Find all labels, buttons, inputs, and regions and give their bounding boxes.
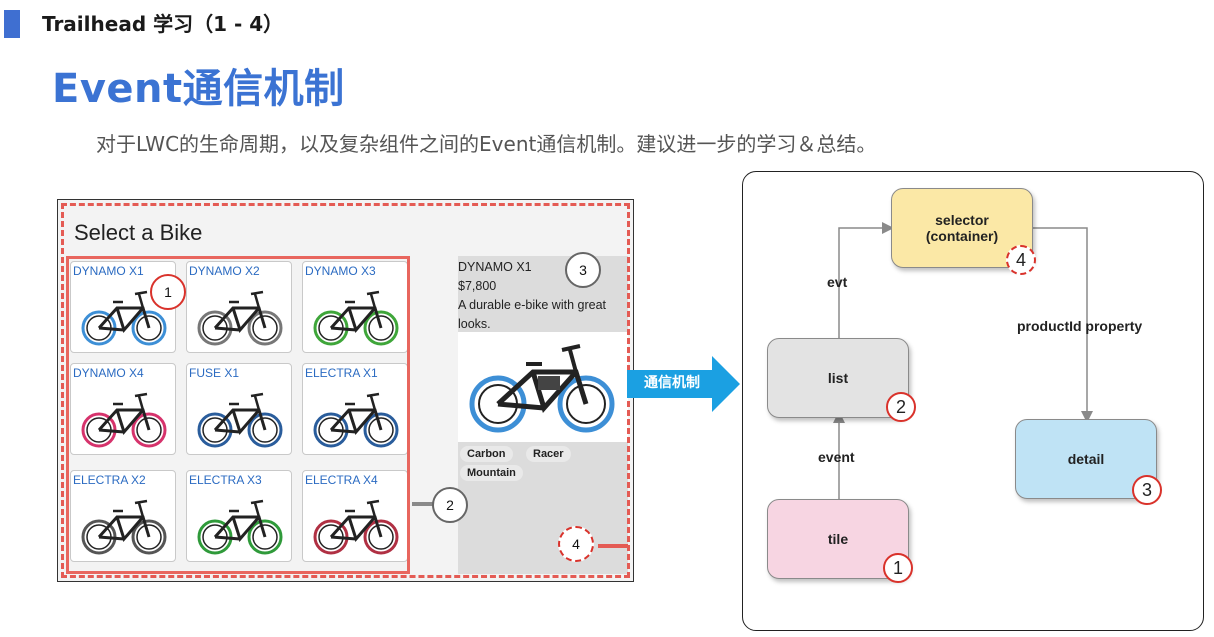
bike-icon [313, 392, 399, 448]
marker-detail: 3 [565, 252, 601, 288]
bike-tile-name: FUSE X1 [189, 366, 240, 380]
list-label: list [827, 370, 849, 386]
bike-tile[interactable]: ELECTRA X3 [186, 470, 292, 562]
diagram-edges [833, 222, 1093, 500]
bike-tile[interactable]: ELECTRA X1 [302, 363, 408, 455]
bike-tile-name: DYNAMO X2 [189, 264, 260, 278]
slide-subtitle: 对于LWC的生命周期，以及复杂组件之间的Event通信机制。建议进一步的学习＆总… [96, 132, 877, 156]
bike-tile[interactable]: DYNAMO X2 [186, 261, 292, 353]
bike-icon [197, 290, 283, 346]
bike-icon [81, 392, 167, 448]
marker-list: 2 [432, 487, 468, 523]
list-highlight-frame [66, 256, 410, 574]
selector-sublabel: (container) [925, 228, 999, 244]
bike-tile-name: ELECTRA X2 [73, 473, 146, 487]
edge-property-label: productId property [1017, 318, 1143, 334]
detail-node-label: detail [1067, 451, 1105, 467]
marker-connector [412, 502, 440, 506]
detail-bike-image [458, 332, 628, 442]
tag-carbon: Carbon [460, 446, 513, 462]
bike-tile[interactable]: ELECTRA X2 [70, 470, 176, 562]
node-tile-badge: 1 [883, 553, 913, 583]
header-accent-bar [4, 10, 20, 38]
selector-dashed-frame [61, 203, 630, 578]
bike-icon [469, 344, 615, 433]
bike-tile-name: ELECTRA X4 [305, 473, 378, 487]
detail-description: A durable e-bike with great looks. [458, 298, 607, 331]
bike-tile[interactable]: FUSE X1 [186, 363, 292, 455]
bike-icon [313, 499, 399, 555]
tag-racer: Racer [526, 446, 571, 462]
bike-tile[interactable]: DYNAMO X4 [70, 363, 176, 455]
edge-event-label: event [818, 449, 855, 465]
component-diagram: selector(container) 4 evt productId prop… [742, 171, 1204, 631]
tile-label: tile [827, 531, 849, 547]
arrow-right-icon [627, 356, 740, 412]
bike-icon [197, 499, 283, 555]
selector-label: selector [935, 212, 989, 228]
edge-evt-label: evt [827, 274, 848, 290]
detail-text: DYNAMO X1 $7,800 A durable e-bike with g… [458, 258, 628, 334]
bike-icon [81, 290, 167, 346]
bike-tile[interactable]: ELECTRA X4 [302, 470, 408, 562]
marker-tile: 1 [150, 274, 186, 310]
node-list: list [767, 338, 909, 418]
bike-tile-name: DYNAMO X1 [73, 264, 144, 278]
bike-tile[interactable]: DYNAMO X3 [302, 261, 408, 353]
tag-mountain: Mountain [460, 465, 523, 481]
arrow-label: 通信机制 [644, 375, 700, 391]
slide-title: Event通信机制 [52, 66, 345, 112]
node-list-badge: 2 [886, 392, 916, 422]
detail-price: $7,800 [458, 279, 497, 293]
marker-selector: 4 [558, 526, 594, 562]
select-bike-heading: Select a Bike [74, 220, 203, 245]
marker-connector-dashed [598, 544, 628, 548]
detail-name: DYNAMO X1 [458, 260, 532, 274]
bike-icon [197, 392, 283, 448]
bike-icon [81, 499, 167, 555]
bike-icon [313, 290, 399, 346]
header-text: Trailhead 学习（1 - 4） [42, 12, 284, 36]
bike-tile-name: ELECTRA X3 [189, 473, 262, 487]
node-selector-badge: 4 [1006, 245, 1036, 275]
bike-tile-name: DYNAMO X3 [305, 264, 376, 278]
node-detail-badge: 3 [1132, 475, 1162, 505]
bike-tile-name: ELECTRA X1 [305, 366, 378, 380]
bike-tile-name: DYNAMO X4 [73, 366, 144, 380]
